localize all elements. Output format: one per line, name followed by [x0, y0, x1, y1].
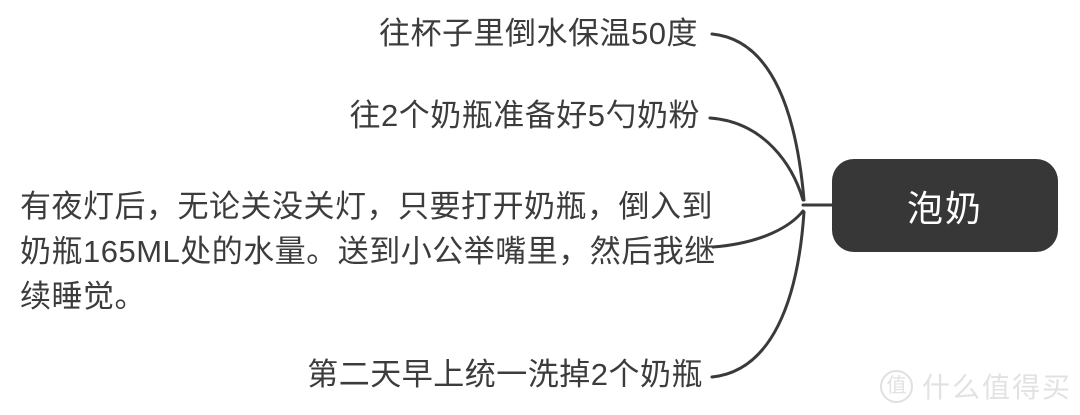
smzdm-logo-icon: 值 — [879, 369, 913, 403]
connector-curve-branch-4 — [710, 210, 806, 379]
watermark: 值 什么值得买 — [879, 366, 1072, 406]
connector-curve-branch-2 — [708, 116, 805, 202]
root-node: 泡奶 — [832, 159, 1058, 252]
branch-topic-pour-water: 往杯子里倒水保温50度 — [379, 16, 698, 51]
branch-topic-night-feeding: 有夜灯后，无论关没关灯，只要打开奶瓶，倒入到奶瓶165ML处的水量。送到小公举嘴… — [20, 189, 716, 314]
root-node-label: 泡奶 — [906, 187, 983, 229]
branch-topic-wash-bottles: 第二天早上统一洗掉2个奶瓶 — [307, 357, 703, 392]
branch-topic-prepare-formula: 往2个奶瓶准备好5勺奶粉 — [349, 98, 700, 133]
connector-curve-branch-3 — [711, 209, 805, 249]
connector-curve-branch-1 — [710, 32, 806, 202]
watermark-text: 什么值得买 — [921, 372, 1072, 403]
